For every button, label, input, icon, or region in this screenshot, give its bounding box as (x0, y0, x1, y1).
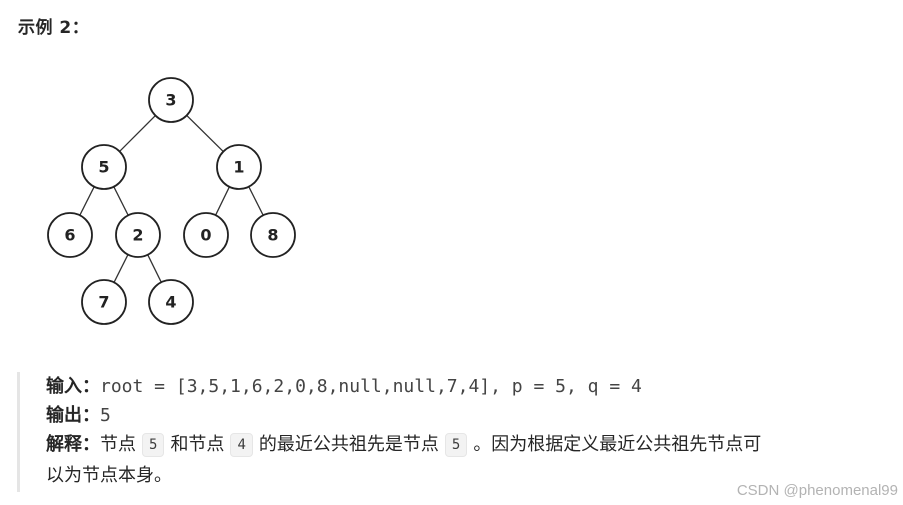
tree-edge-3-1 (186, 114, 224, 153)
tree-node-8: 8 (250, 212, 296, 258)
tree-edge-1-0 (215, 186, 230, 216)
input-label: 输入： (46, 376, 100, 397)
csdn-watermark: CSDN @phenomenal99 (736, 482, 898, 499)
tree-node-circle (148, 77, 194, 123)
tree-node-0: 0 (183, 212, 229, 258)
example-heading: 示例 2： (18, 18, 90, 38)
example-blockquote: 输入：root = [3,5,1,6,2,0,8,null,null,7,4],… (17, 372, 900, 492)
tree-node-label: 8 (267, 226, 278, 245)
tree-edge-3-5 (119, 115, 156, 152)
output-value: 5 (100, 405, 111, 426)
tree-node-1: 1 (216, 144, 262, 190)
tree-edge-2-7 (113, 254, 129, 283)
output-label: 输出： (46, 405, 100, 426)
tree-node-label: 3 (165, 91, 176, 110)
inline-code-q: 4 (230, 433, 253, 457)
tree-node-label: 0 (200, 226, 211, 245)
tree-edge-5-2 (113, 186, 129, 216)
tree-edge-5-6 (79, 186, 95, 216)
explanation-text-1: 节点 (100, 434, 136, 455)
tree-node-circle (81, 144, 127, 190)
tree-node-4: 4 (148, 279, 194, 325)
output-line: 输出：5 (46, 404, 111, 428)
explanation-text-4: 。因为根据定义最近公共祖先节点可 (473, 434, 762, 455)
input-value: root = [3,5,1,6,2,0,8,null,null,7,4], p … (100, 376, 642, 397)
tree-node-label: 1 (233, 158, 244, 177)
tree-node-circle (115, 212, 161, 258)
tree-nodes: 3 5 1 6 2 0 8 7 4 (47, 77, 296, 325)
tree-edges (79, 114, 264, 283)
tree-node-7: 7 (81, 279, 127, 325)
tree-node-circle (216, 144, 262, 190)
input-line: 输入：root = [3,5,1,6,2,0,8,null,null,7,4],… (46, 375, 642, 399)
tree-node-label: 2 (132, 226, 143, 245)
tree-node-label: 7 (98, 293, 109, 312)
explanation-text-2: 和节点 (170, 434, 225, 455)
tree-node-5: 5 (81, 144, 127, 190)
tree-node-circle (47, 212, 93, 258)
tree-node-3: 3 (148, 77, 194, 123)
tree-node-label: 6 (64, 226, 75, 245)
tree-node-circle (81, 279, 127, 325)
inline-code-answer: 5 (444, 433, 468, 457)
tree-node-label: 4 (165, 293, 176, 312)
tree-node-circle (148, 279, 194, 325)
explanation-label: 解释： (46, 434, 100, 455)
explanation-text-3: 的最近公共祖先是节点 (258, 434, 439, 455)
explanation-line-continued: 以为节点本身。 (46, 464, 172, 488)
inline-code-p: 5 (142, 433, 165, 457)
tree-edge-2-4 (147, 254, 162, 283)
binary-tree-diagram: 3 5 1 6 2 0 8 7 4 (47, 77, 296, 325)
tree-node-2: 2 (115, 212, 161, 258)
tree-node-6: 6 (47, 212, 93, 258)
tree-node-circle (250, 212, 296, 258)
tree-node-circle (183, 212, 229, 258)
explanation-text-5: 以为节点本身。 (46, 465, 172, 486)
tree-edge-1-8 (248, 186, 264, 216)
tree-node-label: 5 (98, 158, 109, 177)
